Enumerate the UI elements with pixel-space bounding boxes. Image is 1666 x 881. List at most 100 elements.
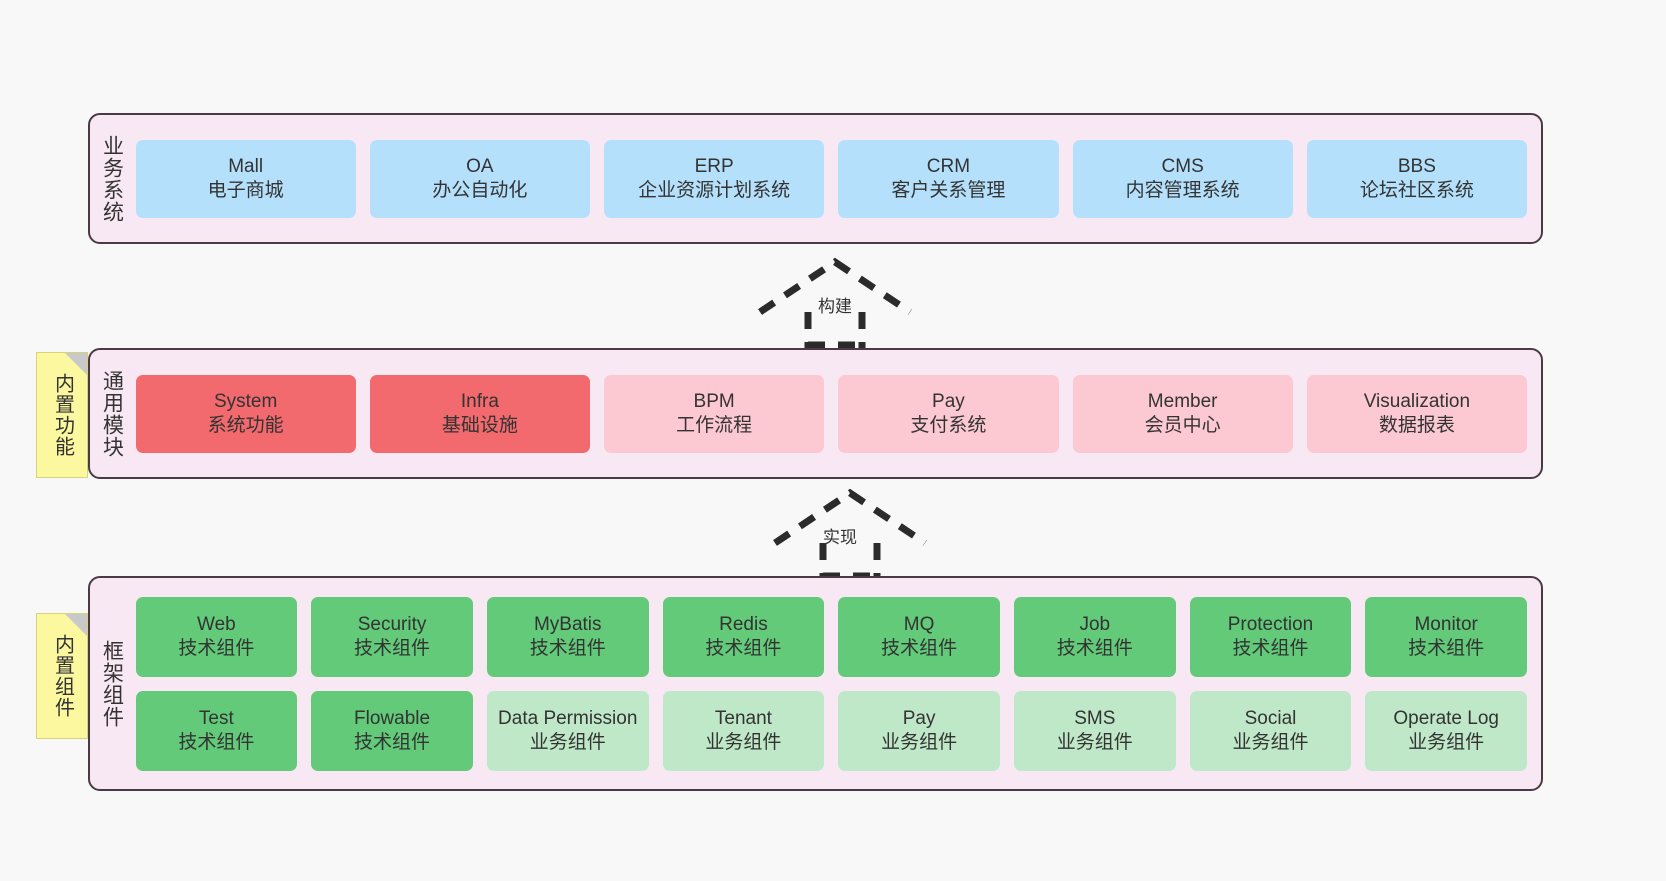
card-title-cn: 业务组件 [529, 731, 606, 753]
card-title-en: BPM [693, 391, 735, 413]
card-title-cn: 论坛社区系统 [1359, 179, 1474, 201]
layer-body-framework: Web 技术组件 Security 技术组件 MyBatis 技术组件 Redi… [132, 596, 1541, 771]
card-bbs[interactable]: BBS 论坛社区系统 [1306, 139, 1528, 218]
card-title-cn: 电子商城 [207, 179, 284, 201]
card-title-cn: 技术组件 [1056, 637, 1133, 659]
layer-title-business: 业务系统 [100, 134, 124, 223]
card-title-cn: 业务组件 [881, 731, 958, 753]
card-title-cn: 技术组件 [705, 637, 782, 659]
card-row: Mall 电子商城 OA 办公自动化 ERP 企业资源计划系统 CRM 客户关系… [135, 139, 1528, 218]
card-title-en: Job [1079, 614, 1111, 636]
card-cms[interactable]: CMS 内容管理系统 [1072, 139, 1293, 218]
card-title-cn: 办公自动化 [432, 179, 528, 201]
card-title-en: CMS [1161, 156, 1204, 178]
card-mq[interactable]: MQ 技术组件 [838, 596, 1000, 677]
card-pay[interactable]: Pay 支付系统 [838, 374, 1059, 453]
card-title-en: BBS [1397, 156, 1436, 178]
card-title-cn: 内容管理系统 [1125, 179, 1240, 201]
card-title-cn: 业务组件 [705, 731, 782, 753]
card-title-en: MyBatis [533, 614, 602, 636]
card-test[interactable]: Test 技术组件 [135, 690, 298, 771]
card-flowable[interactable]: Flowable 技术组件 [311, 690, 473, 771]
connector-label-build: 构建 [818, 297, 852, 316]
card-title-en: Tenant [714, 708, 772, 730]
card-member[interactable]: Member 会员中心 [1072, 374, 1293, 453]
note-label: 内置组件 [51, 634, 74, 718]
card-title-en: Data Permission [498, 708, 638, 730]
card-title-cn: 技术组件 [178, 637, 255, 659]
card-operate-log[interactable]: Operate Log 业务组件 [1365, 690, 1528, 771]
card-protection[interactable]: Protection 技术组件 [1189, 596, 1352, 677]
card-title-cn: 企业资源计划系统 [638, 179, 791, 201]
card-pay-business[interactable]: Pay 业务组件 [838, 690, 1000, 771]
note-label: 内置功能 [51, 373, 74, 457]
card-infra[interactable]: Infra 基础设施 [369, 374, 591, 453]
card-title-en: Pay [902, 708, 936, 730]
note-builtin-component: 内置组件 [36, 613, 88, 739]
card-title-en: Infra [460, 391, 499, 413]
card-system[interactable]: System 系统功能 [135, 374, 356, 453]
card-title-cn: 客户关系管理 [891, 179, 1006, 201]
card-title-en: Security [357, 614, 427, 636]
card-mybatis[interactable]: MyBatis 技术组件 [486, 596, 649, 677]
card-erp[interactable]: ERP 企业资源计划系统 [604, 139, 825, 218]
card-title-cn: 业务组件 [1056, 731, 1133, 753]
card-title-cn: 业务组件 [1232, 731, 1309, 753]
layer-framework-component: 框架组件 Web 技术组件 Security 技术组件 MyBatis 技术组件… [88, 576, 1543, 791]
layer-common-module: 通用模块 System 系统功能 Infra 基础设施 BPM 工作流程 Pay… [88, 348, 1543, 479]
note-fold-corner-icon [65, 353, 87, 375]
card-security[interactable]: Security 技术组件 [311, 596, 473, 677]
card-data-permission[interactable]: Data Permission 业务组件 [486, 690, 649, 771]
card-title-cn: 系统功能 [207, 414, 284, 436]
card-title-cn: 技术组件 [881, 637, 958, 659]
connector-label-implement: 实现 [823, 528, 857, 547]
card-title-en: Flowable [354, 708, 431, 730]
card-title-en: Web [196, 614, 236, 636]
card-title-en: System [213, 391, 278, 413]
card-title-cn: 技术组件 [1408, 637, 1485, 659]
layer-title-framework: 框架组件 [100, 639, 124, 728]
card-title-en: Monitor [1414, 614, 1478, 636]
card-title-en: Visualization [1363, 391, 1471, 413]
card-visualization[interactable]: Visualization 数据报表 [1306, 374, 1528, 453]
card-title-en: Mall [228, 156, 264, 178]
card-title-en: Redis [719, 614, 768, 636]
card-title-en: Pay [932, 391, 965, 413]
card-title-cn: 技术组件 [178, 731, 255, 753]
card-row: System 系统功能 Infra 基础设施 BPM 工作流程 Pay 支付系统… [135, 374, 1528, 453]
card-row: Web 技术组件 Security 技术组件 MyBatis 技术组件 Redi… [135, 596, 1528, 677]
card-title-cn: 会员中心 [1144, 414, 1221, 436]
layer-body-business: Mall 电子商城 OA 办公自动化 ERP 企业资源计划系统 CRM 客户关系… [132, 139, 1541, 218]
card-title-cn: 技术组件 [1232, 637, 1309, 659]
layer-body-common: System 系统功能 Infra 基础设施 BPM 工作流程 Pay 支付系统… [132, 374, 1541, 453]
card-title-cn: 技术组件 [354, 731, 431, 753]
card-redis[interactable]: Redis 技术组件 [662, 596, 825, 677]
card-tenant[interactable]: Tenant 业务组件 [662, 690, 825, 771]
card-title-cn: 数据报表 [1378, 414, 1455, 436]
card-title-en: ERP [694, 156, 734, 178]
card-title-cn: 基础设施 [441, 414, 518, 436]
card-row: Test 技术组件 Flowable 技术组件 Data Permission … [135, 690, 1528, 771]
card-crm[interactable]: CRM 客户关系管理 [838, 139, 1059, 218]
card-title-cn: 技术组件 [529, 637, 606, 659]
card-title-en: Test [198, 708, 234, 730]
card-mall[interactable]: Mall 电子商城 [135, 139, 356, 218]
note-fold-corner-icon [65, 614, 87, 636]
card-title-en: CRM [926, 156, 971, 178]
card-sms[interactable]: SMS 业务组件 [1013, 690, 1176, 771]
card-title-cn: 支付系统 [910, 414, 987, 436]
layer-title-common: 通用模块 [100, 369, 124, 458]
card-title-en: Operate Log [1393, 708, 1499, 730]
card-monitor[interactable]: Monitor 技术组件 [1365, 596, 1528, 677]
card-title-en: Social [1244, 708, 1297, 730]
card-title-en: OA [466, 156, 494, 178]
card-bpm[interactable]: BPM 工作流程 [604, 374, 825, 453]
card-web[interactable]: Web 技术组件 [135, 596, 298, 677]
card-oa[interactable]: OA 办公自动化 [369, 139, 591, 218]
card-title-cn: 技术组件 [354, 637, 431, 659]
card-job[interactable]: Job 技术组件 [1013, 596, 1176, 677]
card-social[interactable]: Social 业务组件 [1189, 690, 1352, 771]
note-builtin-function: 内置功能 [36, 352, 88, 478]
card-title-cn: 业务组件 [1408, 731, 1485, 753]
card-title-en: Protection [1227, 614, 1314, 636]
